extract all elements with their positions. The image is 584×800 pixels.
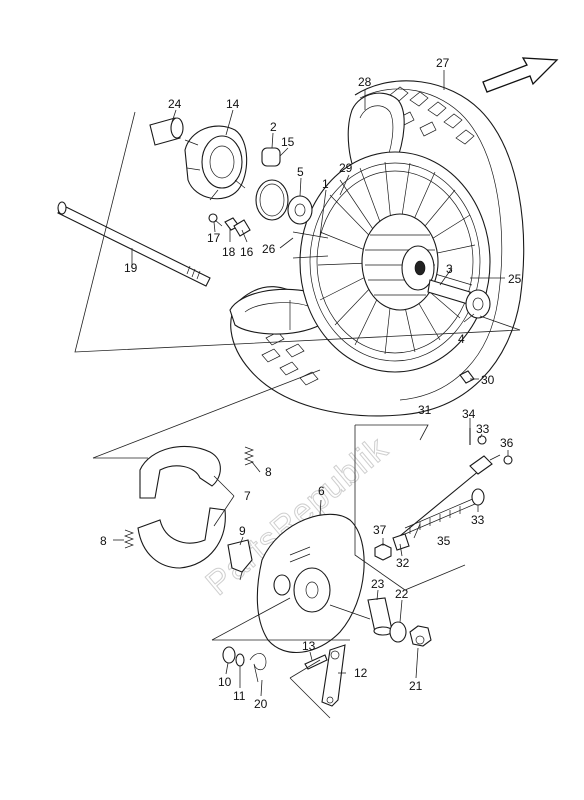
joint-36: [503, 455, 513, 465]
hub-drum-14: [184, 125, 248, 201]
washer-33-upper: [477, 435, 487, 445]
washer-22: [389, 621, 407, 643]
label-35: 35: [437, 534, 451, 548]
label-3: 3: [446, 262, 453, 276]
label-20: 20: [254, 697, 268, 711]
valve: [292, 231, 329, 259]
label-28: 28: [358, 75, 372, 89]
label-34: 34: [462, 407, 476, 421]
bolt-24: [149, 117, 184, 146]
label-1: 1: [322, 177, 329, 191]
cap-2: [261, 147, 281, 167]
label-26: 26: [262, 242, 276, 256]
label-18: 18: [222, 245, 236, 259]
brake-shoe-lower: [137, 507, 226, 569]
leader-lines: [113, 70, 509, 697]
label-5: 5: [297, 165, 304, 179]
nut-37: [374, 543, 392, 561]
spring-35: [404, 497, 476, 535]
seal-11: [235, 653, 245, 667]
label-16: 16: [240, 245, 254, 259]
label-15: 15: [281, 135, 295, 149]
label-4: 4: [458, 332, 465, 346]
label-30: 30: [481, 373, 495, 387]
label-12: 12: [354, 666, 368, 680]
label-13: 13: [302, 639, 316, 653]
label-33-lower: 33: [471, 513, 485, 527]
washer-33-lower: [471, 488, 485, 506]
spoked-wheel: [299, 151, 491, 373]
bearing-5: [287, 195, 313, 225]
o-ring-15: [255, 179, 289, 221]
label-25: 25: [508, 272, 522, 286]
plate-16: [233, 219, 251, 237]
label-6: 6: [318, 484, 325, 498]
part-number-labels: 1 2 3 4 5 6 7 8 8 9 10 11 12 13 14 15 16…: [100, 56, 522, 711]
spring-8-upper: [244, 446, 254, 466]
label-36: 36: [500, 436, 514, 450]
brake-arm-12: [321, 644, 346, 707]
label-23: 23: [371, 577, 385, 591]
label-19: 19: [124, 261, 138, 275]
label-17: 17: [207, 231, 221, 245]
label-27: 27: [436, 56, 450, 70]
washer-10: [222, 646, 236, 664]
label-22: 22: [395, 587, 409, 601]
label-24: 24: [168, 97, 182, 111]
label-29: 29: [339, 161, 353, 175]
label-21: 21: [409, 679, 423, 693]
brake-panel-6: [256, 513, 371, 653]
spacer-23: [367, 597, 393, 636]
rear-axle-19: [57, 201, 211, 287]
label-8-upper: 8: [265, 465, 272, 479]
screw-17: [208, 213, 223, 227]
label-7: 7: [244, 489, 251, 503]
spring-8-lower: [124, 529, 134, 549]
return-spring-20: [249, 653, 267, 683]
label-32: 32: [396, 556, 410, 570]
label-8-lower: 8: [100, 534, 107, 548]
wheel-bearing-right: [465, 289, 491, 319]
brake-rod-31: [394, 454, 501, 541]
label-37: 37: [373, 523, 387, 537]
label-9: 9: [239, 524, 246, 538]
label-10: 10: [218, 675, 232, 689]
brake-shoe-upper: [139, 445, 221, 499]
brake-cam-9: [227, 539, 253, 581]
axle-nut-21: [409, 625, 432, 647]
adjust-nut-32: [392, 533, 410, 551]
label-14: 14: [226, 97, 240, 111]
front-direction-arrow-icon: [482, 57, 559, 93]
label-33-upper: 33: [476, 422, 490, 436]
label-11: 11: [233, 689, 246, 703]
label-2: 2: [270, 120, 277, 134]
label-31: 31: [418, 403, 432, 417]
